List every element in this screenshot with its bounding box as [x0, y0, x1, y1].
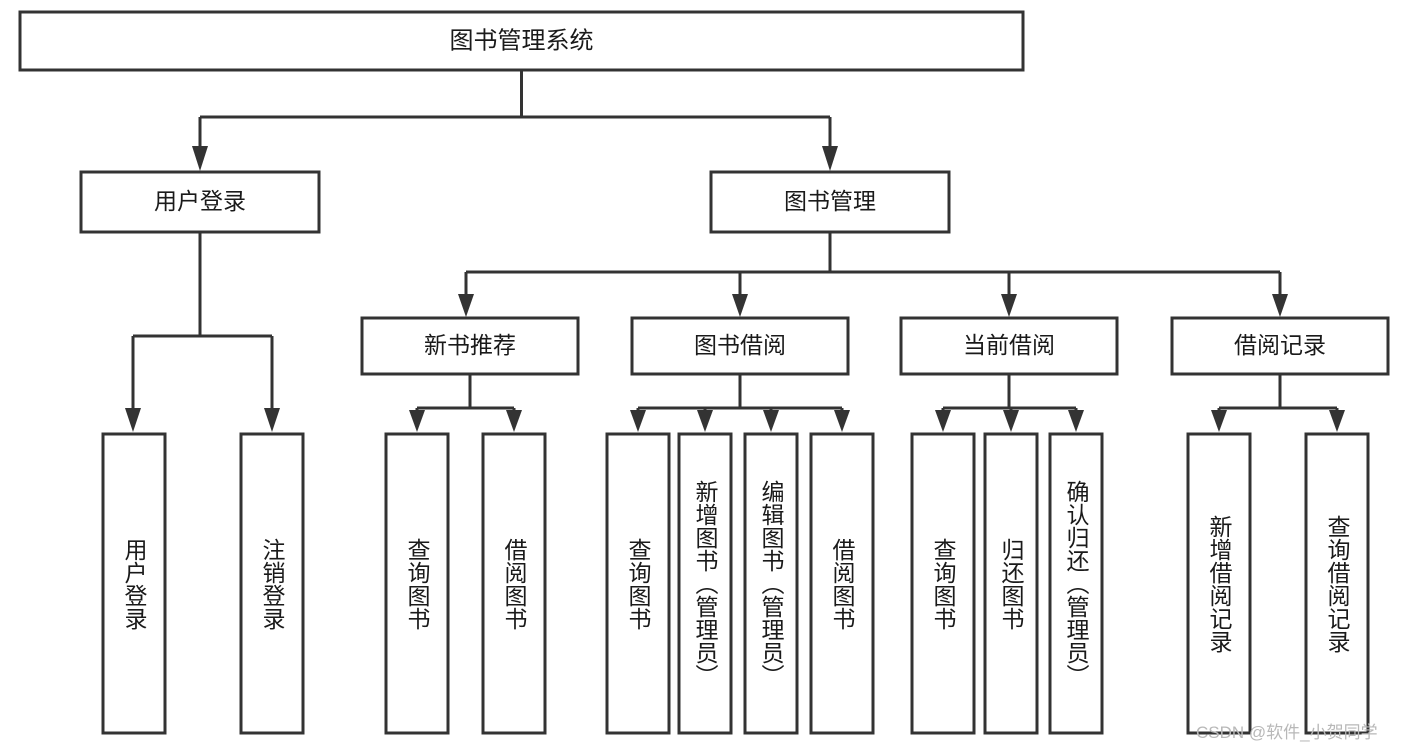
- node-box-level3-2[interactable]: [899, 316, 1119, 376]
- arrow-head-icon: [1329, 410, 1345, 432]
- node-box-leaf-11[interactable]: [1186, 432, 1252, 735]
- node-box-level3-0[interactable]: [360, 316, 580, 376]
- arrow-head-icon: [763, 410, 779, 432]
- arrow-head-icon: [458, 294, 474, 317]
- node-box-leaf-7[interactable]: [809, 432, 875, 735]
- arrow-head-icon: [1211, 410, 1227, 432]
- arrow-head-icon: [732, 294, 748, 317]
- arrow-head-icon: [834, 410, 850, 432]
- node-label-root: 图书管理系统: [450, 27, 594, 54]
- node-box-leaf-0[interactable]: [101, 432, 167, 735]
- arrow-head-icon: [935, 410, 951, 432]
- node-label-level3-0: 新书推荐: [424, 332, 516, 358]
- node-box-level2-0[interactable]: [79, 170, 321, 234]
- node-boxes-layer: [18, 10, 1390, 735]
- node-box-leaf-10[interactable]: [1048, 432, 1104, 735]
- node-box-root[interactable]: [18, 10, 1025, 72]
- node-box-leaf-9[interactable]: [983, 432, 1039, 735]
- node-box-leaf-4[interactable]: [605, 432, 671, 735]
- node-box-leaf-12[interactable]: [1304, 432, 1370, 735]
- connector-group-borrow-record: [1211, 374, 1345, 432]
- node-box-leaf-5[interactable]: [677, 432, 733, 735]
- arrow-head-icon: [1272, 294, 1288, 317]
- node-box-level2-1[interactable]: [709, 170, 951, 234]
- arrow-head-icon: [630, 410, 646, 432]
- node-box-leaf-8[interactable]: [910, 432, 976, 735]
- node-label-level3-1: 图书借阅: [694, 332, 786, 358]
- node-label-level2-1: 图书管理: [784, 188, 876, 214]
- arrow-head-icon: [1003, 410, 1019, 432]
- connector-group-book-mgmt: [458, 232, 1288, 317]
- node-box-level3-3[interactable]: [1170, 316, 1390, 376]
- connector-group-root: [192, 70, 838, 171]
- arrow-head-icon: [506, 410, 522, 432]
- node-box-leaf-2[interactable]: [384, 432, 450, 735]
- node-box-leaf-6[interactable]: [743, 432, 799, 735]
- arrow-head-icon: [1001, 294, 1017, 317]
- node-box-level3-1[interactable]: [630, 316, 850, 376]
- arrow-head-icon: [409, 410, 425, 432]
- arrow-head-icon: [822, 146, 838, 171]
- arrow-head-icon: [1068, 410, 1084, 432]
- watermark-text: CSDN @软件_小贺同学: [1196, 723, 1378, 742]
- node-label-level3-2: 当前借阅: [963, 332, 1055, 358]
- arrow-head-icon: [264, 408, 280, 432]
- arrow-head-icon: [697, 410, 713, 432]
- node-box-leaf-3[interactable]: [481, 432, 547, 735]
- connector-group-book-borrow: [630, 374, 850, 432]
- arrow-head-icon: [192, 146, 208, 171]
- connector-group-current-borrow: [935, 374, 1084, 432]
- node-label-level3-3: 借阅记录: [1234, 332, 1326, 358]
- node-box-leaf-1[interactable]: [239, 432, 305, 735]
- connector-group-user-login: [125, 232, 280, 432]
- node-label-level2-0: 用户登录: [154, 188, 246, 214]
- connector-group-new-book: [409, 374, 522, 432]
- arrow-head-icon: [125, 408, 141, 432]
